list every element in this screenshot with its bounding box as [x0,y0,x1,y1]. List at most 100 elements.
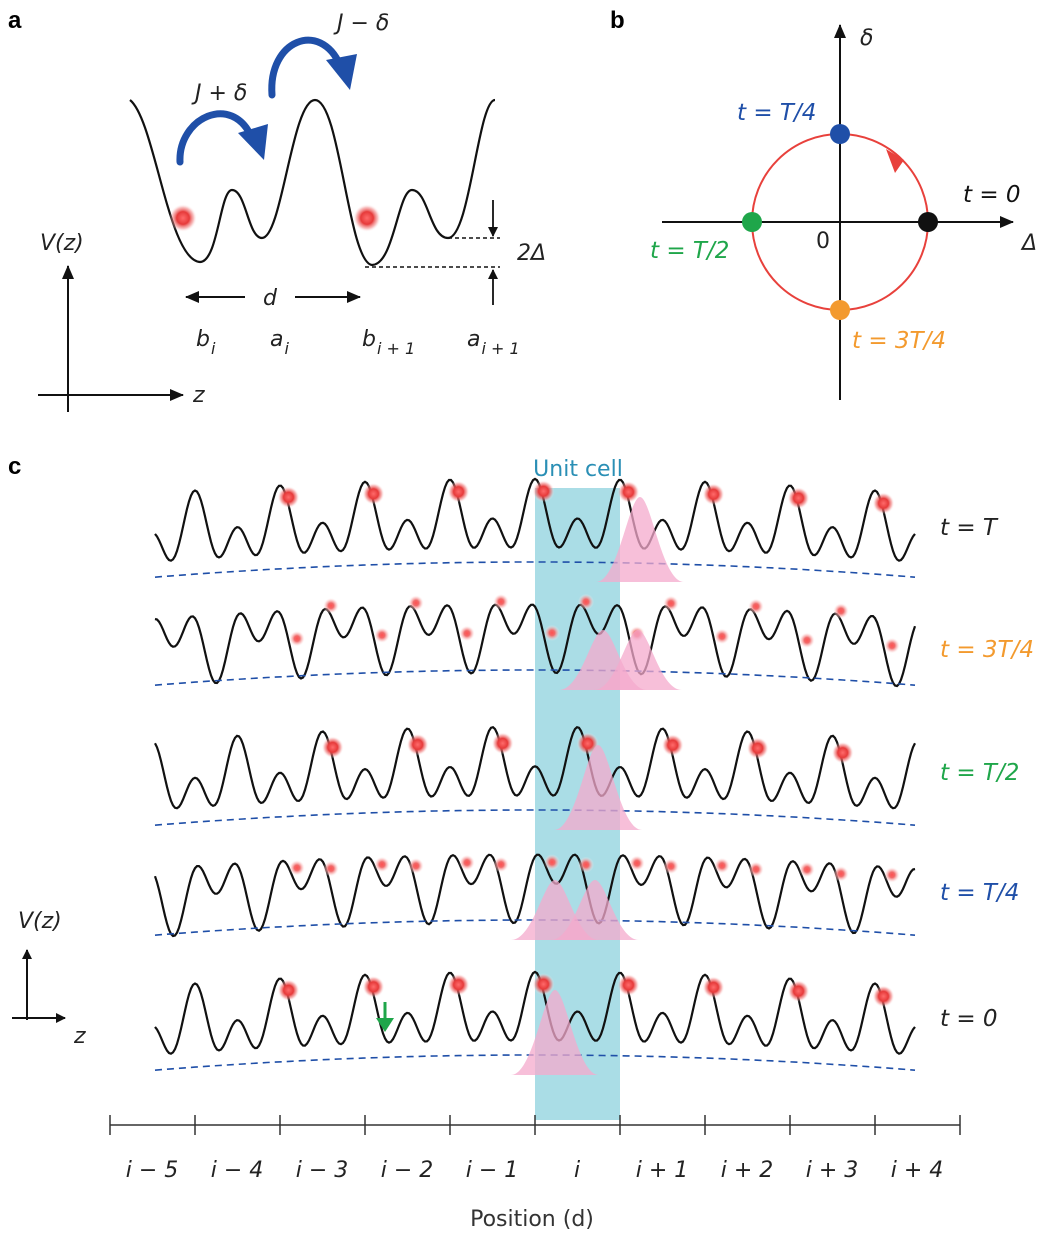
point-label-t-half: t = T/2 [650,238,729,264]
wavepacket [594,630,682,690]
panel-b-label: b [610,7,625,34]
atom [374,627,390,644]
atom [629,855,645,872]
hop-arrow-right [268,36,357,99]
atom [748,861,764,878]
point-t-half [742,212,762,232]
atom [872,985,895,1008]
atom [362,975,385,998]
position-tick-label: i − 5 [126,1158,179,1183]
atom [702,976,725,999]
atom [872,492,895,515]
atom [406,733,429,756]
confinement-line [154,669,916,686]
atom [884,637,900,654]
potential-curve-a [129,98,496,267]
atom [702,483,725,506]
atom [748,598,764,615]
offset-label: 2Δ [517,241,546,266]
hop-arrow-left [176,110,268,166]
atom [787,980,810,1003]
position-tick-label: i + 4 [891,1158,944,1183]
atom [491,732,514,755]
atom [289,630,305,647]
position-tick-label: i + 3 [806,1158,859,1183]
unit-cell-label: Unit cell [533,457,623,482]
confinement-line [154,809,916,826]
spacing-label: d [263,286,278,311]
position-tick-label: i + 2 [721,1158,774,1183]
position-tick-label: i − 3 [296,1158,349,1183]
wavepacket [596,497,684,582]
site-label: bi + 1 [362,327,415,358]
confinement-line [154,919,916,936]
hop-label-right: J − δ [333,11,389,36]
atom [408,595,424,611]
atom [408,857,424,874]
atom [714,628,730,645]
position-axis-title: Position (d) [470,1207,594,1232]
hop-label-left: J + δ [191,81,247,106]
cycle-direction-arrow [886,149,904,173]
axis-y-label-a: V(z) [40,231,84,256]
potential-curve [153,853,916,938]
atom [277,979,300,1002]
atom [799,632,815,649]
row-time-label: t = T [940,515,999,541]
atom [831,741,854,764]
atom [321,736,344,759]
atom [323,860,339,877]
atom [544,854,560,871]
axis-x-label-b: Δ [1020,231,1037,256]
atom [493,856,509,873]
atom [617,974,640,996]
atom [578,856,594,873]
potential-curve [154,725,916,810]
panel-a-label: a [8,7,22,34]
atom [661,734,684,757]
point-label-t0: t = 0 [963,182,1021,208]
panel-c-label: c [8,453,21,480]
point-t0 [918,212,938,232]
confinement-line [154,1054,916,1071]
row-time-label: t = 3T/4 [940,637,1034,663]
atom [799,861,815,878]
point-label-t-three-quarter: t = 3T/4 [852,328,946,354]
position-tick-label: i − 1 [466,1158,519,1183]
atom [459,854,475,871]
atom [532,973,555,996]
atom [787,487,810,510]
site-label: bi [196,327,216,358]
confinement-line [154,561,916,578]
wavepacket [554,745,642,830]
point-t-quarter [830,124,850,144]
potential-curve [154,603,917,688]
atom [884,866,900,883]
wavepacket [551,880,639,940]
potential-curve [154,970,916,1055]
atom [714,857,730,874]
atom [544,624,560,641]
atom [374,856,390,873]
site-label: ai + 1 [467,327,520,358]
axis-x-label-c: z [73,1024,86,1049]
atom [289,859,305,876]
position-tick-label: i − 4 [211,1158,264,1183]
atom [493,593,509,610]
point-t-three-quarter [830,300,850,320]
atom [833,602,849,619]
row-time-label: t = T/2 [940,760,1019,786]
potential-rows: t = Tt = 3T/4t = T/2t = T/4t = 0 [153,477,1034,1075]
axis-x-label-a: z [192,383,205,408]
atom [833,865,849,882]
atom [663,595,679,612]
atom [277,486,300,509]
origin-label: 0 [816,229,830,254]
atom [447,480,470,503]
marker-arrow [376,1002,394,1032]
position-tick-label: i − 2 [381,1158,434,1183]
axis-y-label-c: V(z) [18,909,62,934]
